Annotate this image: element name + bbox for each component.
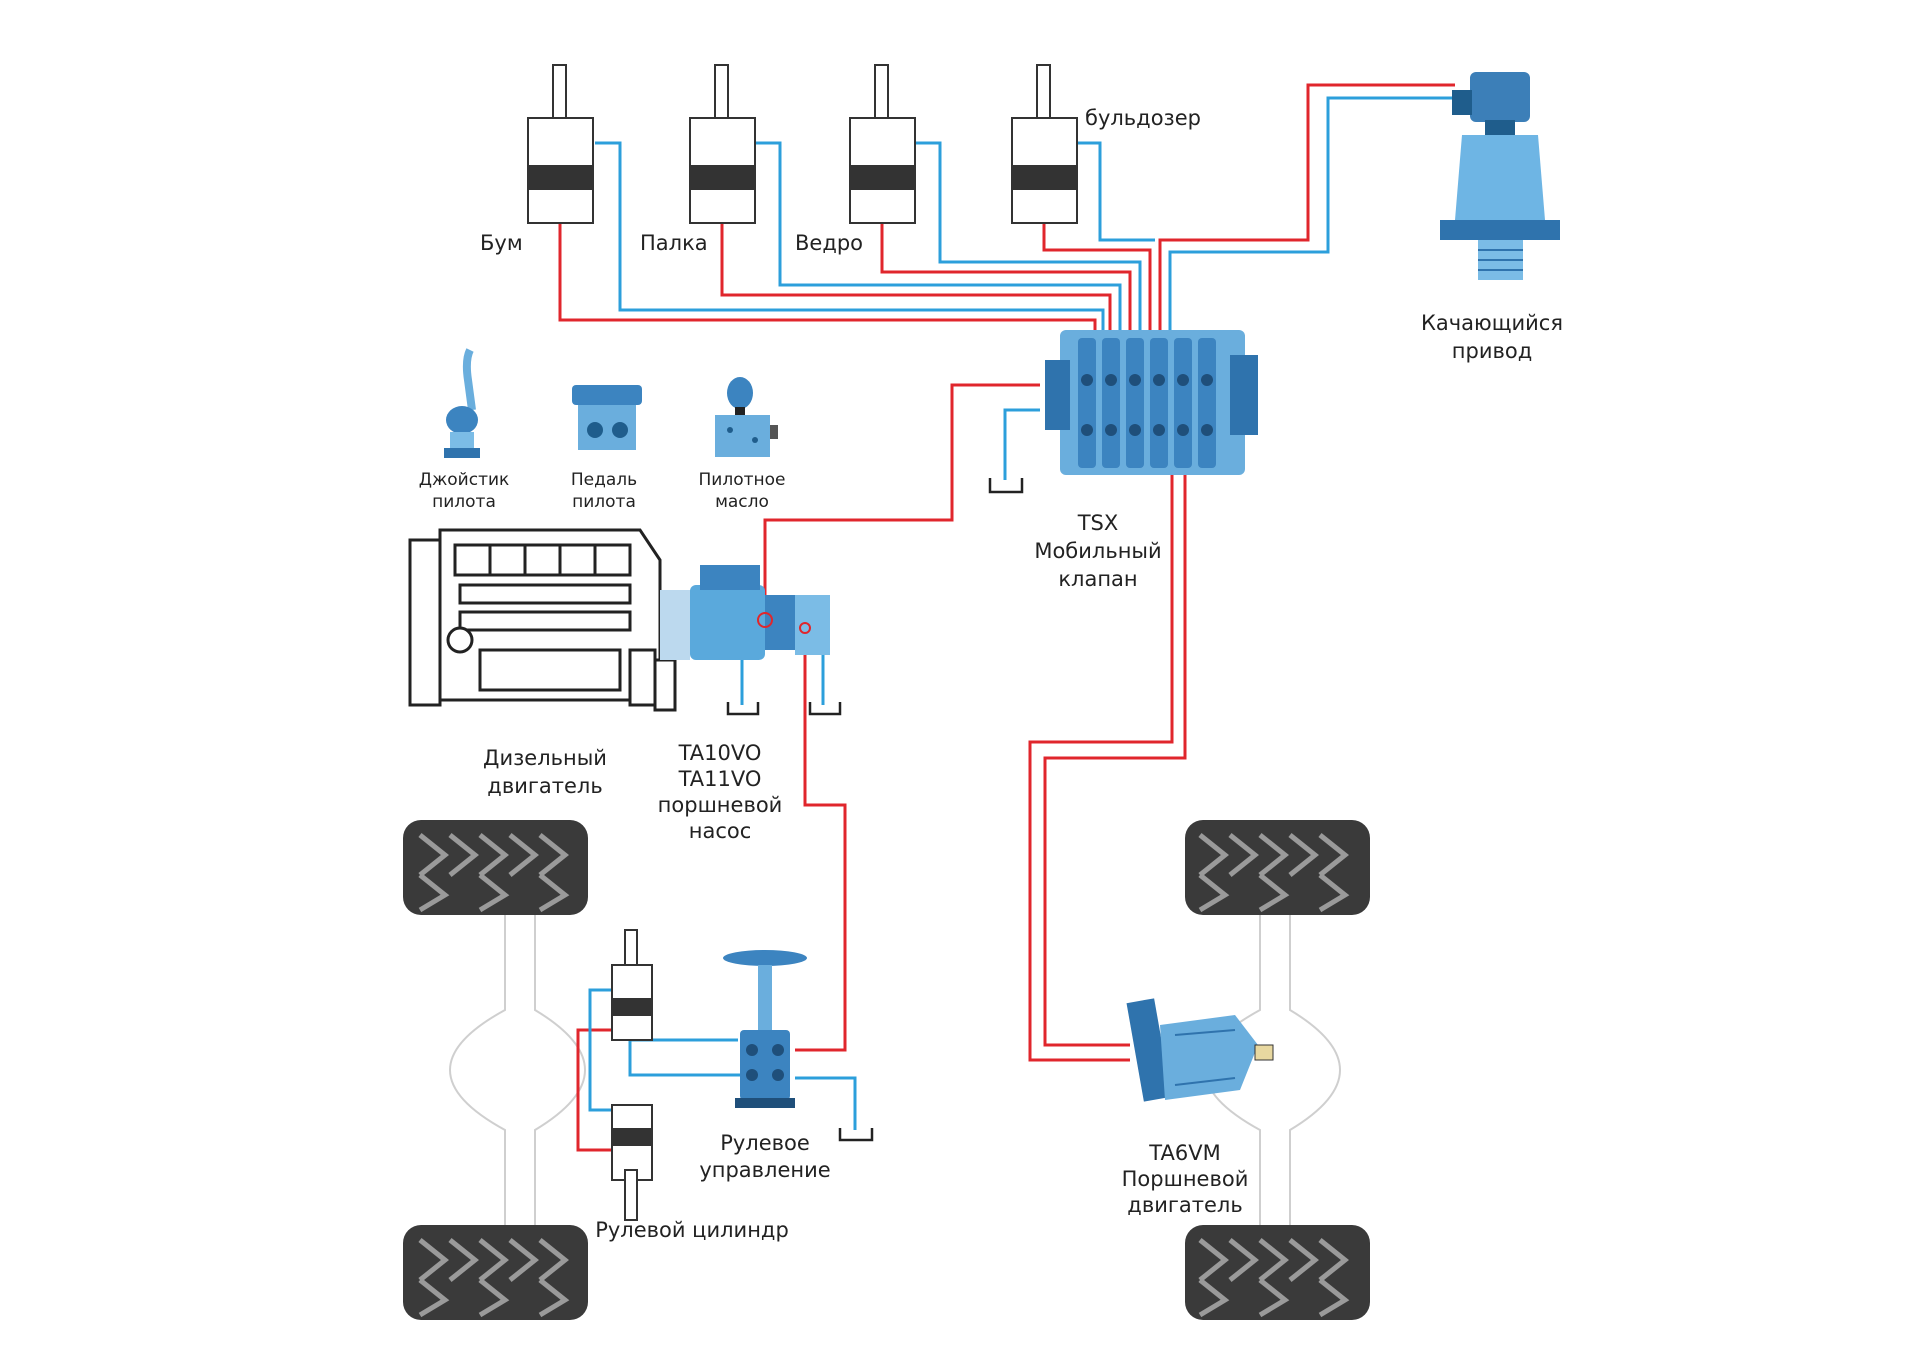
steering-cylinder-lower — [611, 1104, 653, 1221]
piston-motor-icon — [1126, 998, 1274, 1102]
left-axle-frame — [448, 900, 587, 1225]
pump-label-3: поршневой — [658, 793, 783, 817]
steering-unit-label-1: Рулевое — [720, 1131, 810, 1155]
engine-label-1: Дизельный — [483, 746, 607, 770]
boom-cylinder — [527, 64, 594, 224]
pressure-lines — [558, 83, 1455, 1152]
pedal-label-1: Педаль — [571, 470, 637, 490]
pilot-pedal-icon — [572, 385, 642, 450]
pump-label-1: TA10VO — [678, 741, 762, 765]
bucket-cylinder — [849, 64, 916, 224]
steering-unit-icon — [723, 950, 807, 1108]
pedal-label-2: пилота — [572, 492, 636, 512]
tsx-mobile-valve-icon — [1045, 330, 1258, 475]
tire-rear-right — [1185, 1225, 1370, 1320]
pilot-joystick-icon — [444, 348, 480, 458]
engine-label-2: двигатель — [487, 774, 602, 798]
boom-label: Бум — [480, 231, 523, 255]
steering-cylinder-label: Рулевой цилиндр — [595, 1218, 789, 1242]
tire-front-left — [403, 820, 588, 915]
pilot-oil-label-2: масло — [715, 492, 769, 512]
tire-rear-left — [403, 1225, 588, 1320]
piston-pump-icon — [660, 565, 830, 660]
swing-drive-icon — [1440, 72, 1560, 280]
swing-drive-label-1: Качающийся — [1421, 311, 1563, 335]
valve-label-1: TSX — [1077, 511, 1119, 535]
steering-unit-label-2: управление — [699, 1158, 830, 1182]
joystick-label-2: пилота — [432, 492, 496, 512]
motor-label-2: Поршневой — [1122, 1167, 1249, 1191]
stick-cylinder — [689, 64, 756, 224]
motor-label-3: двигатель — [1127, 1193, 1242, 1217]
pilot-oil-block-icon — [715, 377, 778, 457]
return-lines — [588, 96, 1455, 1130]
dozer-cylinder — [1011, 64, 1078, 224]
pilot-oil-label-1: Пилотное — [699, 470, 786, 490]
tire-front-right — [1185, 820, 1370, 915]
pump-label-2: TA11VO — [678, 767, 762, 791]
swing-drive-label-2: привод — [1452, 339, 1532, 363]
dozer-label: бульдозер — [1085, 106, 1201, 130]
motor-label-1: TA6VM — [1148, 1141, 1220, 1165]
tank-symbols — [726, 478, 1024, 1142]
stick-label: Палка — [640, 231, 708, 255]
steering-cylinder-upper — [611, 929, 653, 1041]
joystick-label-1: Джойстик — [419, 470, 510, 490]
pump-label-4: насос — [689, 819, 752, 843]
bucket-label: Ведро — [795, 231, 863, 255]
valve-label-3: клапан — [1058, 567, 1137, 591]
diesel-engine-icon — [408, 528, 677, 712]
valve-label-2: Мобильный — [1034, 539, 1161, 563]
